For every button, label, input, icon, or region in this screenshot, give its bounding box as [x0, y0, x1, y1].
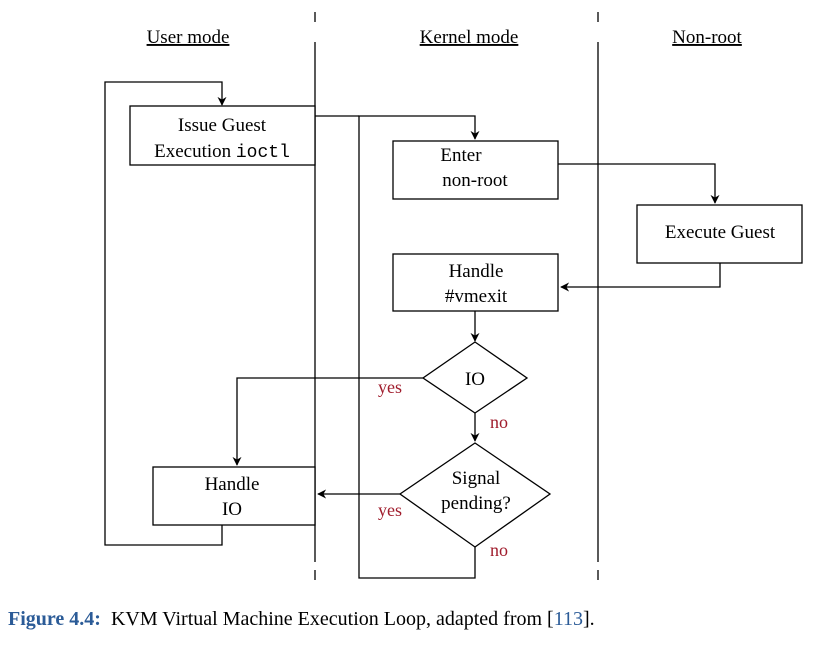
label-io-yes: yes	[378, 377, 402, 397]
node-issue-line2: Execution ioctl	[154, 141, 290, 163]
edge-enter-to-execute	[558, 163, 720, 204]
node-vmexit-line2: #vmexit	[445, 286, 508, 307]
node-signal-pending-decision	[398, 442, 552, 548]
node-issue-ioctl-code: ioctl	[236, 143, 290, 163]
lane-kernel-mode: Kernel mode	[420, 27, 519, 48]
node-handleio-line1: Handle	[205, 474, 260, 495]
citation-link[interactable]: 113	[553, 608, 583, 630]
node-enter-non-root	[392, 140, 559, 200]
label-io-no: no	[490, 412, 508, 432]
node-issue-guest-execution	[129, 105, 316, 166]
figure-caption: Figure 4.4: KVM Virtual Machine Executio…	[8, 608, 595, 631]
node-handle-io	[152, 466, 316, 526]
node-enter-line2: non-root	[442, 170, 508, 191]
node-execute-guest	[636, 204, 803, 264]
node-vmexit-line1: Handle	[449, 261, 504, 282]
caption-text: KVM Virtual Machine Execution Loop, adap…	[110, 608, 554, 630]
node-handleio-line2: IO	[222, 499, 242, 520]
node-signal-line2: pending?	[441, 493, 511, 514]
edge-signal-no-to-enter	[358, 115, 480, 579]
lane-user-mode: User mode	[147, 27, 230, 48]
figure-label: Figure 4.4:	[8, 608, 101, 630]
kvm-execution-loop-diagram: User mode Kernel mode Non-root Issue Gue…	[104, 12, 803, 580]
label-signal-no: no	[490, 540, 508, 560]
node-execute-label: Execute Guest	[665, 222, 776, 243]
node-handle-vmexit	[392, 253, 559, 312]
node-enter-line1: Enter	[440, 145, 482, 166]
node-io-decision	[421, 341, 529, 414]
edge-execute-to-vmexit	[560, 263, 721, 292]
node-signal-line1: Signal	[452, 468, 501, 489]
node-issue-line2-prefix: Execution	[154, 141, 236, 162]
edge-handleio-to-issue	[104, 81, 227, 546]
lane-non-root: Non-root	[672, 27, 742, 48]
label-signal-yes: yes	[378, 500, 402, 520]
caption-suffix: ].	[582, 608, 595, 630]
edge-io-yes	[232, 377, 423, 466]
node-issue-line1: Issue Guest	[178, 115, 267, 136]
node-io-label: IO	[465, 369, 485, 390]
